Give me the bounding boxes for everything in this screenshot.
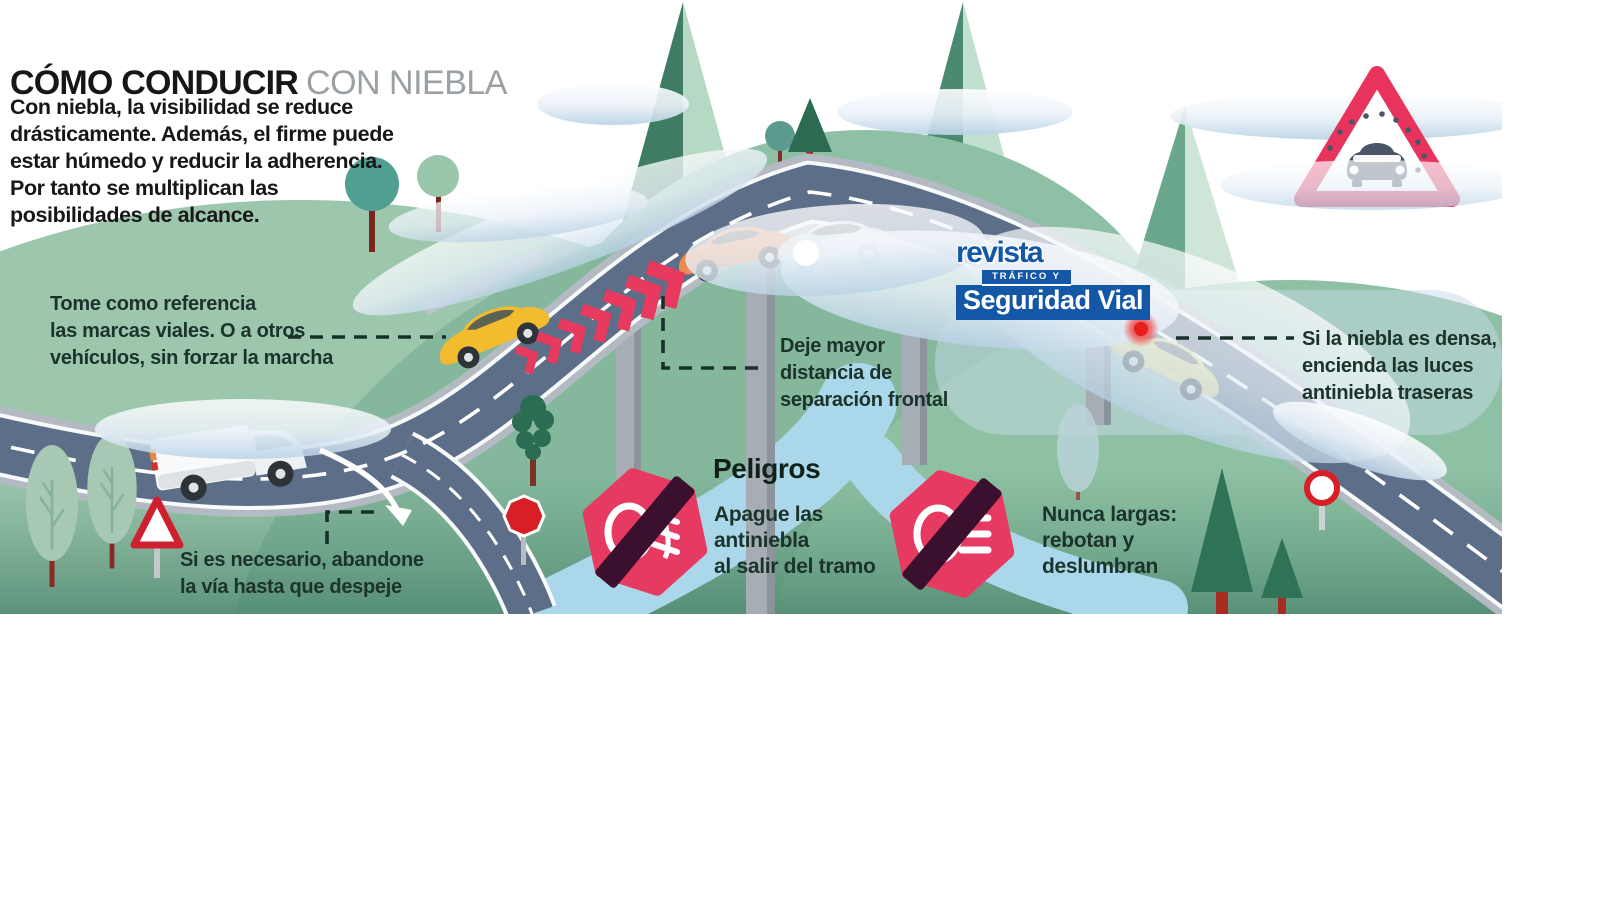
connector-leave-road bbox=[325, 510, 374, 551]
ghost-car-headlight bbox=[793, 240, 819, 266]
exit-ramp bbox=[389, 431, 557, 614]
annotation-leave-road: Si es necesario, abandone la vía hasta q… bbox=[180, 549, 424, 598]
annotation-frontal-distance: Deje mayor distancia de separación front… bbox=[780, 335, 948, 411]
logo-revista: revista bbox=[956, 236, 1044, 269]
fog-cloud bbox=[1220, 160, 1502, 210]
annotation-rear-fog-lights: Si la niebla es densa, encienda las luce… bbox=[1302, 328, 1497, 404]
round-tree-teal bbox=[345, 157, 399, 252]
faded-tree bbox=[1057, 404, 1099, 500]
fog-cloud bbox=[837, 89, 1073, 135]
pine-tree-small-right bbox=[1191, 468, 1303, 614]
danger-caption-fog-lights: Apague las antiniebla al salir del tramo bbox=[714, 503, 876, 578]
leafy-tree bbox=[512, 395, 554, 486]
fog-cloud bbox=[1170, 92, 1502, 140]
dashed-connectors bbox=[288, 296, 1294, 551]
intro-paragraph: Con niebla, la visibilidad se reduce drá… bbox=[10, 95, 394, 227]
annotation-reference-marks: Tome como referencia las marcas viales. … bbox=[50, 293, 334, 369]
no-high-beams-icon bbox=[889, 470, 1015, 598]
fog-warning-triangle-icon bbox=[1220, 66, 1502, 210]
logo-seguridad-vial: Seguridad Vial bbox=[956, 285, 1151, 320]
small-round-tree bbox=[765, 121, 795, 164]
brand-logo: revista TRÁFICO Y Seguridad Vial bbox=[956, 236, 1168, 320]
logo-trafico-bar: TRÁFICO Y bbox=[982, 270, 1072, 286]
title-sub: CON NIEBLA bbox=[306, 64, 507, 102]
exit-arrow-icon bbox=[318, 447, 412, 526]
connector-distance bbox=[661, 296, 766, 370]
roadside-tree bbox=[26, 445, 78, 587]
rear-fog-light bbox=[1134, 322, 1148, 336]
end-restriction-sign bbox=[1304, 470, 1340, 530]
roadside-tree bbox=[87, 433, 137, 569]
dangers-heading: Peligros bbox=[713, 453, 821, 484]
stop-sign bbox=[502, 494, 546, 565]
title-main: CÓMO CONDUCIR bbox=[10, 64, 299, 102]
danger-caption-high-beams: Nunca largas: rebotan y deslumbran bbox=[1042, 503, 1177, 578]
warning-triangle-sign bbox=[130, 496, 184, 578]
fog-cloud bbox=[537, 83, 689, 125]
no-fog-lights-icon bbox=[582, 468, 708, 596]
